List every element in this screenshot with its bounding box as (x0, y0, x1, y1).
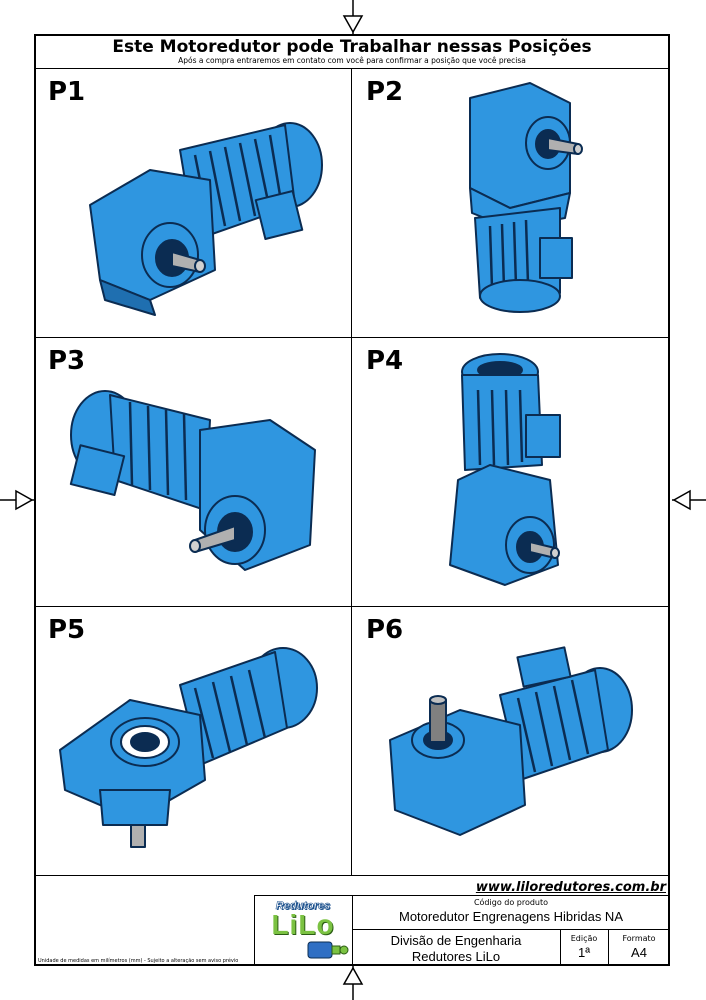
position-label-p1: P1 (48, 77, 86, 107)
division-line1: Divisão de Engenharia (390, 933, 522, 948)
grid-divider-vertical (351, 68, 352, 876)
gearmotor-p1-image (89, 122, 323, 316)
logo-motor-icon (307, 941, 349, 959)
logo-lilo-text: LiLo (271, 909, 335, 940)
website-link[interactable]: www.liloredutores.com.br (475, 880, 666, 895)
page-title: Este Motoredutor pode Trabalhar nessas P… (112, 37, 592, 57)
gearmotor-p2-image (469, 82, 583, 313)
positions-grid (34, 68, 670, 876)
gearmotor-p5-image (59, 647, 318, 848)
format-value: A4 (631, 945, 647, 960)
right-center-mark (672, 489, 706, 511)
title-block-logo-divider (352, 895, 353, 966)
title-block-format-divider (608, 929, 609, 966)
page-subtitle: Após a compra entraremos em contato com … (178, 56, 526, 65)
measurement-footnote: Unidade de medidas em milímetros (mm) - … (38, 958, 239, 964)
gearmotor-p6-image (389, 646, 633, 836)
edition-value: 1ª (577, 945, 591, 960)
product-code-label: Código do produto (473, 898, 549, 907)
grid-divider-row2 (34, 606, 670, 607)
title-block-mid-border (352, 929, 670, 930)
title-block-top-border (254, 895, 670, 896)
format-label: Formato (622, 934, 656, 943)
grid-divider-row1 (34, 337, 670, 338)
title-block-edition-divider (560, 929, 561, 966)
product-code-value: Motoredutor Engrenagens Hibridas NA (398, 909, 623, 924)
gearmotor-p3-image (69, 390, 316, 571)
position-label-p5: P5 (48, 615, 86, 645)
edition-label: Edição (570, 934, 598, 943)
position-label-p4: P4 (366, 346, 404, 376)
position-label-p2: P2 (366, 77, 404, 107)
logo-redutores-text: Redutores (275, 900, 331, 913)
title-block-left-border (254, 895, 255, 966)
left-center-mark (0, 489, 34, 511)
position-label-p3: P3 (48, 346, 86, 376)
bottom-center-mark (342, 966, 364, 1000)
position-label-p6: P6 (366, 615, 404, 645)
top-center-mark (342, 0, 364, 34)
gearmotor-p4-image (449, 353, 561, 586)
division-line2: Redutores LiLo (411, 949, 501, 964)
